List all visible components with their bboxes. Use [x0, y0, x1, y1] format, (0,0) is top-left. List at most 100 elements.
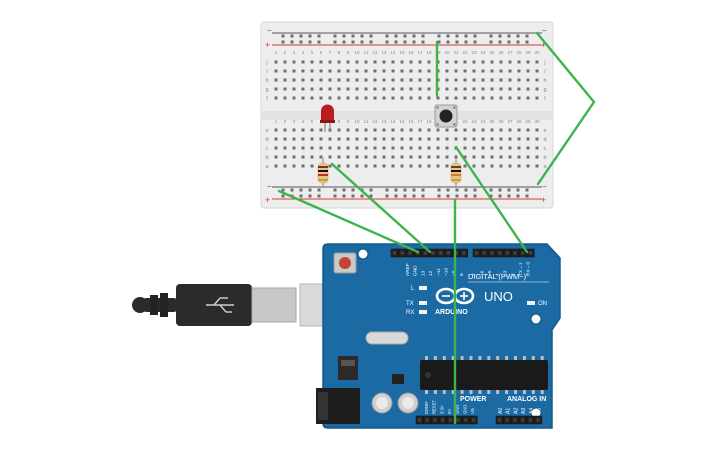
rail-hole[interactable]	[394, 34, 398, 38]
breadboard-hole[interactable]	[400, 137, 404, 141]
breadboard-hole[interactable]	[490, 60, 494, 64]
breadboard-hole[interactable]	[292, 155, 296, 159]
breadboard-hole[interactable]	[427, 78, 431, 82]
breadboard-hole[interactable]	[400, 128, 404, 132]
breadboard-hole[interactable]	[490, 96, 494, 100]
breadboard-hole[interactable]	[427, 69, 431, 73]
breadboard-hole[interactable]	[508, 164, 512, 168]
breadboard-hole[interactable]	[445, 128, 449, 132]
breadboard-hole[interactable]	[481, 128, 485, 132]
rail-hole[interactable]	[308, 194, 312, 198]
power-jack[interactable]	[316, 388, 360, 424]
breadboard-hole[interactable]	[454, 69, 458, 73]
rail-hole[interactable]	[464, 188, 468, 192]
rail-hole[interactable]	[489, 34, 493, 38]
breadboard-hole[interactable]	[382, 60, 386, 64]
breadboard-hole[interactable]	[427, 164, 431, 168]
breadboard-hole[interactable]	[490, 87, 494, 91]
rail-hole[interactable]	[473, 188, 477, 192]
breadboard-hole[interactable]	[274, 137, 278, 141]
breadboard-hole[interactable]	[364, 146, 368, 150]
rail-hole[interactable]	[455, 34, 459, 38]
breadboard-hole[interactable]	[283, 164, 287, 168]
rail-hole[interactable]	[403, 34, 407, 38]
breadboard-hole[interactable]	[391, 146, 395, 150]
breadboard-hole[interactable]	[526, 78, 530, 82]
breadboard-hole[interactable]	[508, 60, 512, 64]
breadboard-hole[interactable]	[301, 78, 305, 82]
reset-button[interactable]	[333, 252, 357, 274]
rail-hole[interactable]	[281, 188, 285, 192]
breadboard-hole[interactable]	[526, 146, 530, 150]
rail-hole[interactable]	[489, 188, 493, 192]
breadboard-hole[interactable]	[499, 96, 503, 100]
rail-hole[interactable]	[437, 40, 441, 44]
breadboard-hole[interactable]	[283, 87, 287, 91]
breadboard-hole[interactable]	[346, 155, 350, 159]
breadboard-hole[interactable]	[391, 60, 395, 64]
breadboard-hole[interactable]	[310, 128, 314, 132]
breadboard-hole[interactable]	[517, 96, 521, 100]
breadboard-hole[interactable]	[400, 155, 404, 159]
breadboard-hole[interactable]	[499, 78, 503, 82]
breadboard-hole[interactable]	[274, 87, 278, 91]
breadboard-hole[interactable]	[301, 96, 305, 100]
breadboard-hole[interactable]	[517, 137, 521, 141]
breadboard-hole[interactable]	[418, 164, 422, 168]
rail-hole[interactable]	[437, 34, 441, 38]
rail-hole[interactable]	[342, 34, 346, 38]
breadboard-hole[interactable]	[463, 69, 467, 73]
rail-hole[interactable]	[507, 40, 511, 44]
breadboard-hole[interactable]	[445, 60, 449, 64]
breadboard-hole[interactable]	[517, 128, 521, 132]
breadboard-hole[interactable]	[283, 96, 287, 100]
breadboard-hole[interactable]	[301, 164, 305, 168]
rail-hole[interactable]	[437, 188, 441, 192]
breadboard-hole[interactable]	[472, 60, 476, 64]
breadboard-hole[interactable]	[526, 96, 530, 100]
breadboard-hole[interactable]	[301, 155, 305, 159]
breadboard-hole[interactable]	[526, 69, 530, 73]
breadboard-hole[interactable]	[481, 87, 485, 91]
breadboard-hole[interactable]	[364, 87, 368, 91]
breadboard-hole[interactable]	[382, 87, 386, 91]
breadboard-hole[interactable]	[418, 137, 422, 141]
rail-hole[interactable]	[498, 40, 502, 44]
breadboard-hole[interactable]	[526, 164, 530, 168]
breadboard-hole[interactable]	[364, 128, 368, 132]
breadboard-hole[interactable]	[391, 164, 395, 168]
breadboard-hole[interactable]	[409, 128, 413, 132]
breadboard-hole[interactable]	[337, 96, 341, 100]
breadboard-hole[interactable]	[436, 137, 440, 141]
breadboard-hole[interactable]	[373, 164, 377, 168]
breadboard-hole[interactable]	[454, 87, 458, 91]
breadboard-hole[interactable]	[427, 155, 431, 159]
rail-hole[interactable]	[360, 40, 364, 44]
wire-rail-loop[interactable]	[535, 31, 596, 186]
breadboard-hole[interactable]	[445, 78, 449, 82]
breadboard-hole[interactable]	[337, 137, 341, 141]
rail-hole[interactable]	[446, 188, 450, 192]
breadboard-hole[interactable]	[364, 69, 368, 73]
breadboard-hole[interactable]	[499, 146, 503, 150]
breadboard-hole[interactable]	[292, 96, 296, 100]
breadboard-hole[interactable]	[355, 78, 359, 82]
breadboard-hole[interactable]	[535, 60, 539, 64]
breadboard-hole[interactable]	[535, 128, 539, 132]
breadboard-hole[interactable]	[346, 87, 350, 91]
breadboard-hole[interactable]	[274, 146, 278, 150]
rail-hole[interactable]	[360, 194, 364, 198]
breadboard-holes[interactable]	[274, 34, 539, 198]
breadboard-hole[interactable]	[454, 137, 458, 141]
breadboard-hole[interactable]	[535, 69, 539, 73]
breadboard-hole[interactable]	[355, 87, 359, 91]
breadboard-hole[interactable]	[310, 78, 314, 82]
rail-hole[interactable]	[516, 40, 520, 44]
breadboard-hole[interactable]	[328, 87, 332, 91]
rail-hole[interactable]	[369, 194, 373, 198]
breadboard-hole[interactable]	[301, 87, 305, 91]
breadboard-hole[interactable]	[355, 60, 359, 64]
breadboard-hole[interactable]	[418, 87, 422, 91]
rail-hole[interactable]	[421, 194, 425, 198]
breadboard-hole[interactable]	[445, 137, 449, 141]
